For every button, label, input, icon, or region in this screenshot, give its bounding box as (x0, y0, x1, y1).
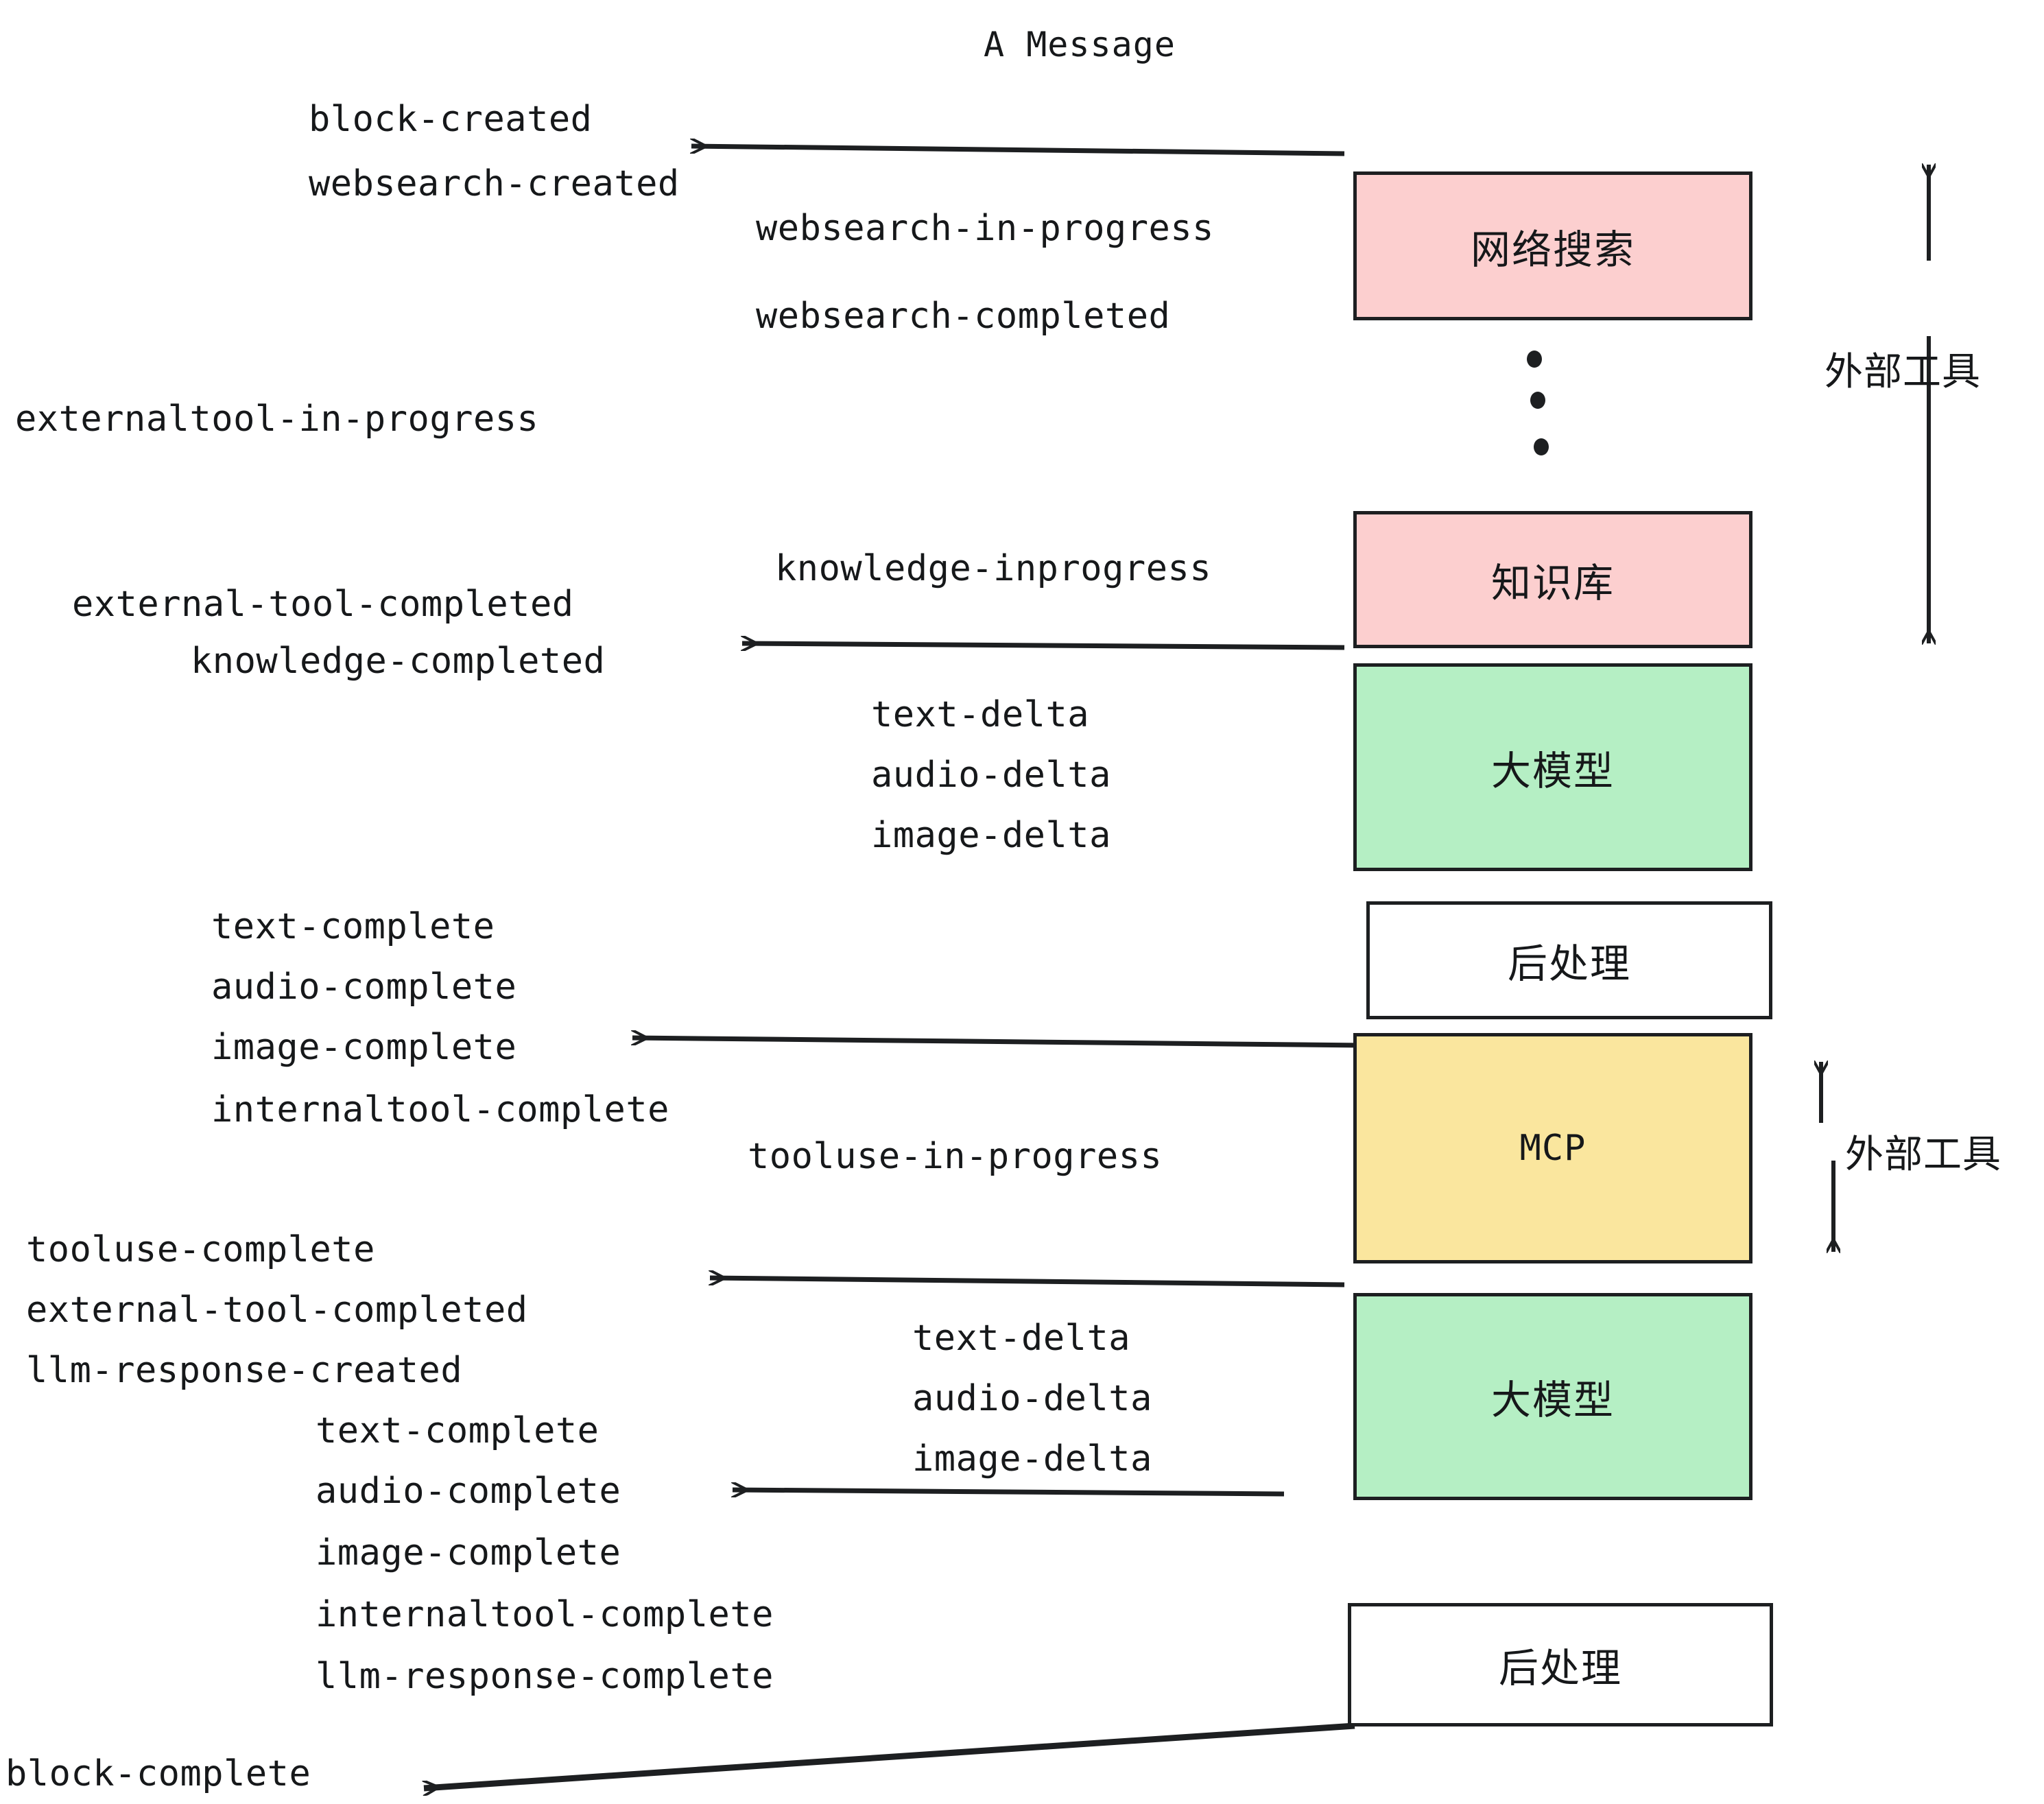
event-external-tool-completed-1: external-tool-completed (72, 584, 574, 625)
node-llm-bottom-label: 大模型 (1490, 1377, 1615, 1423)
event-text-delta-1: text-delta (871, 694, 1090, 735)
external-tool-label-bottom: 外部工具 (1845, 1132, 2001, 1177)
node-postprocess-bottom-label: 后处理 (1498, 1645, 1622, 1692)
event-text-complete-1: text-complete (211, 906, 495, 947)
arrow-audio-complete-bottom (733, 1490, 1285, 1494)
node-postprocess-top: 后处理 (1366, 901, 1772, 1019)
arrow-websearch-created (691, 146, 1345, 156)
node-postprocess-bottom: 后处理 (1348, 1603, 1773, 1726)
event-websearch-created: websearch-created (309, 163, 680, 204)
event-knowledge-completed: knowledge-completed (191, 641, 606, 682)
event-text-complete-2: text-complete (316, 1410, 599, 1451)
node-websearch: 网络搜索 (1353, 171, 1752, 320)
node-llm-bottom: 大模型 (1353, 1293, 1752, 1500)
event-image-delta-1: image-delta (871, 815, 1111, 856)
event-internaltool-complete-2: internaltool-complete (316, 1594, 774, 1635)
arrow-tooluse-complete (710, 1278, 1345, 1287)
event-tooluse-complete: tooluse-complete (26, 1229, 375, 1270)
event-block-created: block-created (309, 99, 593, 140)
node-mcp-label: MCP (1519, 1128, 1587, 1169)
event-internaltool-complete-1: internaltool-complete (211, 1089, 669, 1130)
event-websearch-completed: websearch-completed (756, 296, 1171, 337)
event-llm-response-complete: llm-response-complete (316, 1656, 774, 1697)
vertical-ellipsis (1524, 346, 1565, 470)
ellipsis-dot-1 (1527, 351, 1542, 368)
event-tooluse-in-progress: tooluse-in-progress (748, 1136, 1163, 1177)
diagram-title: A Message (984, 25, 1176, 64)
node-knowledge-label: 知识库 (1490, 560, 1615, 606)
node-postprocess-top-label: 后处理 (1507, 940, 1631, 987)
event-websearch-in-progress: websearch-in-progress (756, 208, 1214, 249)
node-llm-top: 大模型 (1353, 663, 1752, 871)
event-image-complete-1: image-complete (211, 1027, 517, 1068)
external-tool-label-top: 外部工具 (1825, 350, 1981, 394)
arrow-knowledge-completed (742, 643, 1345, 648)
node-websearch-label: 网络搜索 (1470, 226, 1635, 273)
event-image-delta-2: image-delta (912, 1438, 1152, 1480)
event-audio-delta-1: audio-delta (871, 755, 1111, 796)
event-llm-response-created: llm-response-created (26, 1350, 463, 1391)
event-external-tool-completed-2: external-tool-completed (26, 1290, 528, 1331)
node-llm-top-label: 大模型 (1490, 747, 1615, 794)
ellipsis-dot-2 (1530, 392, 1545, 409)
event-audio-complete-2: audio-complete (316, 1471, 621, 1512)
event-externaltool-in-progress: externaltool-in-progress (15, 399, 539, 440)
arrow-block-complete (424, 1722, 1355, 1788)
node-mcp: MCP (1353, 1033, 1752, 1263)
event-text-delta-2: text-delta (912, 1318, 1131, 1359)
event-knowledge-inprogress: knowledge-inprogress (775, 548, 1212, 589)
node-knowledge: 知识库 (1353, 511, 1752, 648)
event-image-complete-2: image-complete (316, 1532, 621, 1574)
ellipsis-dot-3 (1534, 438, 1549, 455)
event-audio-complete-1: audio-complete (211, 966, 517, 1008)
event-block-complete: block-complete (5, 1753, 311, 1794)
event-audio-delta-2: audio-delta (912, 1378, 1152, 1419)
arrow-image-complete-top (632, 1038, 1366, 1048)
